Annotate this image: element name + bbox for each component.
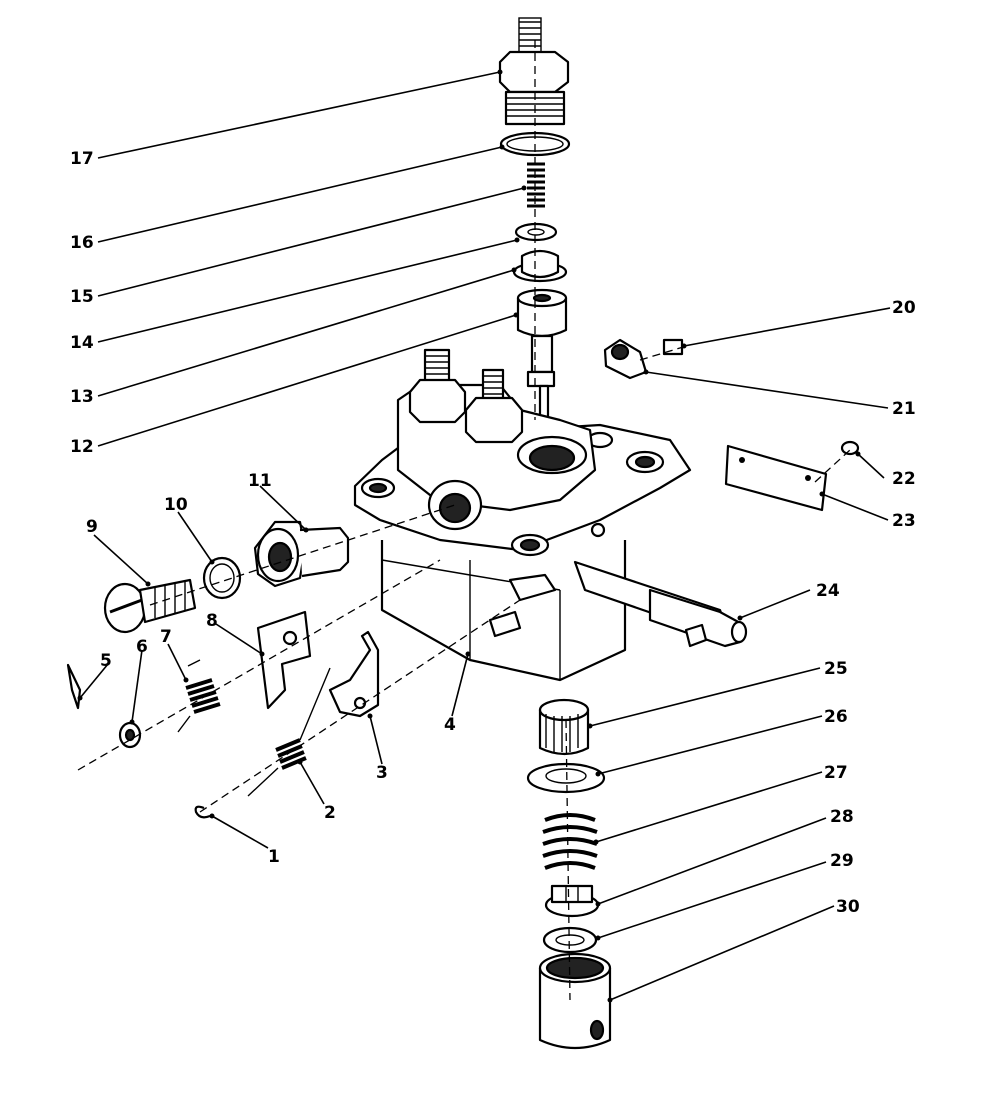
part-28-retainer bbox=[544, 884, 600, 918]
callout-12: 12 bbox=[70, 437, 94, 457]
callout-23: 23 bbox=[892, 511, 916, 531]
callout-labels: 17 16 15 14 13 12 20 21 22 23 24 25 26 2… bbox=[70, 149, 916, 917]
callout-2: 2 bbox=[324, 803, 336, 823]
callout-20: 20 bbox=[892, 298, 916, 318]
part-11-banjo-fitting bbox=[253, 520, 350, 588]
part-27-spring bbox=[542, 813, 598, 870]
callout-6: 6 bbox=[136, 637, 148, 657]
callout-3: 3 bbox=[376, 763, 388, 783]
callout-22: 22 bbox=[892, 469, 916, 489]
callout-8: 8 bbox=[206, 611, 218, 631]
callout-17: 17 bbox=[70, 149, 94, 169]
part-7-spring bbox=[177, 659, 221, 733]
callout-15: 15 bbox=[70, 287, 94, 307]
part-12-valve-seat bbox=[516, 288, 568, 422]
callout-24: 24 bbox=[816, 581, 840, 601]
callout-9: 9 bbox=[86, 517, 98, 537]
assembly-axis-banjo bbox=[149, 504, 456, 606]
assembly-axis-bottom bbox=[565, 719, 571, 1001]
callout-26: 26 bbox=[824, 707, 848, 727]
part-5-cotter-pin bbox=[66, 663, 82, 710]
part-25-gear bbox=[538, 698, 590, 756]
part-1-clip bbox=[194, 805, 211, 819]
callout-13: 13 bbox=[70, 387, 94, 407]
callout-5: 5 bbox=[100, 651, 112, 671]
callout-11: 11 bbox=[248, 471, 272, 491]
callout-30: 30 bbox=[836, 897, 860, 917]
leader-lines bbox=[77, 69, 891, 1003]
assembly-axis-lower-left bbox=[199, 599, 521, 813]
part-17-delivery-valve-holder bbox=[498, 17, 570, 126]
part-15-spring bbox=[527, 162, 545, 208]
callout-14: 14 bbox=[70, 333, 94, 353]
part-30-tappet bbox=[538, 952, 612, 1050]
part-26-washer bbox=[526, 762, 606, 794]
callout-4: 4 bbox=[444, 715, 456, 735]
part-4-pump-body bbox=[353, 348, 692, 682]
callout-7: 7 bbox=[160, 627, 172, 647]
callout-1: 1 bbox=[268, 847, 280, 867]
callout-16: 16 bbox=[70, 233, 94, 253]
part-8-plate bbox=[256, 610, 312, 710]
part-24-control-shaft bbox=[573, 560, 748, 648]
part-29-washer bbox=[542, 926, 598, 954]
part-22-screw bbox=[840, 440, 860, 456]
part-9-bolt bbox=[103, 578, 197, 634]
callout-29: 29 bbox=[830, 851, 854, 871]
callout-28: 28 bbox=[830, 807, 854, 827]
assembly-axis-screw-22 bbox=[814, 449, 851, 483]
part-10-washer bbox=[202, 556, 242, 600]
part-21-bracket bbox=[603, 338, 648, 380]
callout-25: 25 bbox=[824, 659, 848, 679]
assembly-axis-left bbox=[77, 559, 441, 771]
part-2-spring bbox=[247, 667, 331, 797]
callout-21: 21 bbox=[892, 399, 916, 419]
callout-27: 27 bbox=[824, 763, 848, 783]
part-23-plate bbox=[724, 444, 828, 512]
callout-10: 10 bbox=[164, 495, 188, 515]
part-14-washer bbox=[514, 222, 558, 242]
part-13-valve bbox=[512, 249, 568, 283]
part-3-lever bbox=[328, 630, 380, 718]
assembly-axis-screw-20 bbox=[639, 344, 691, 361]
